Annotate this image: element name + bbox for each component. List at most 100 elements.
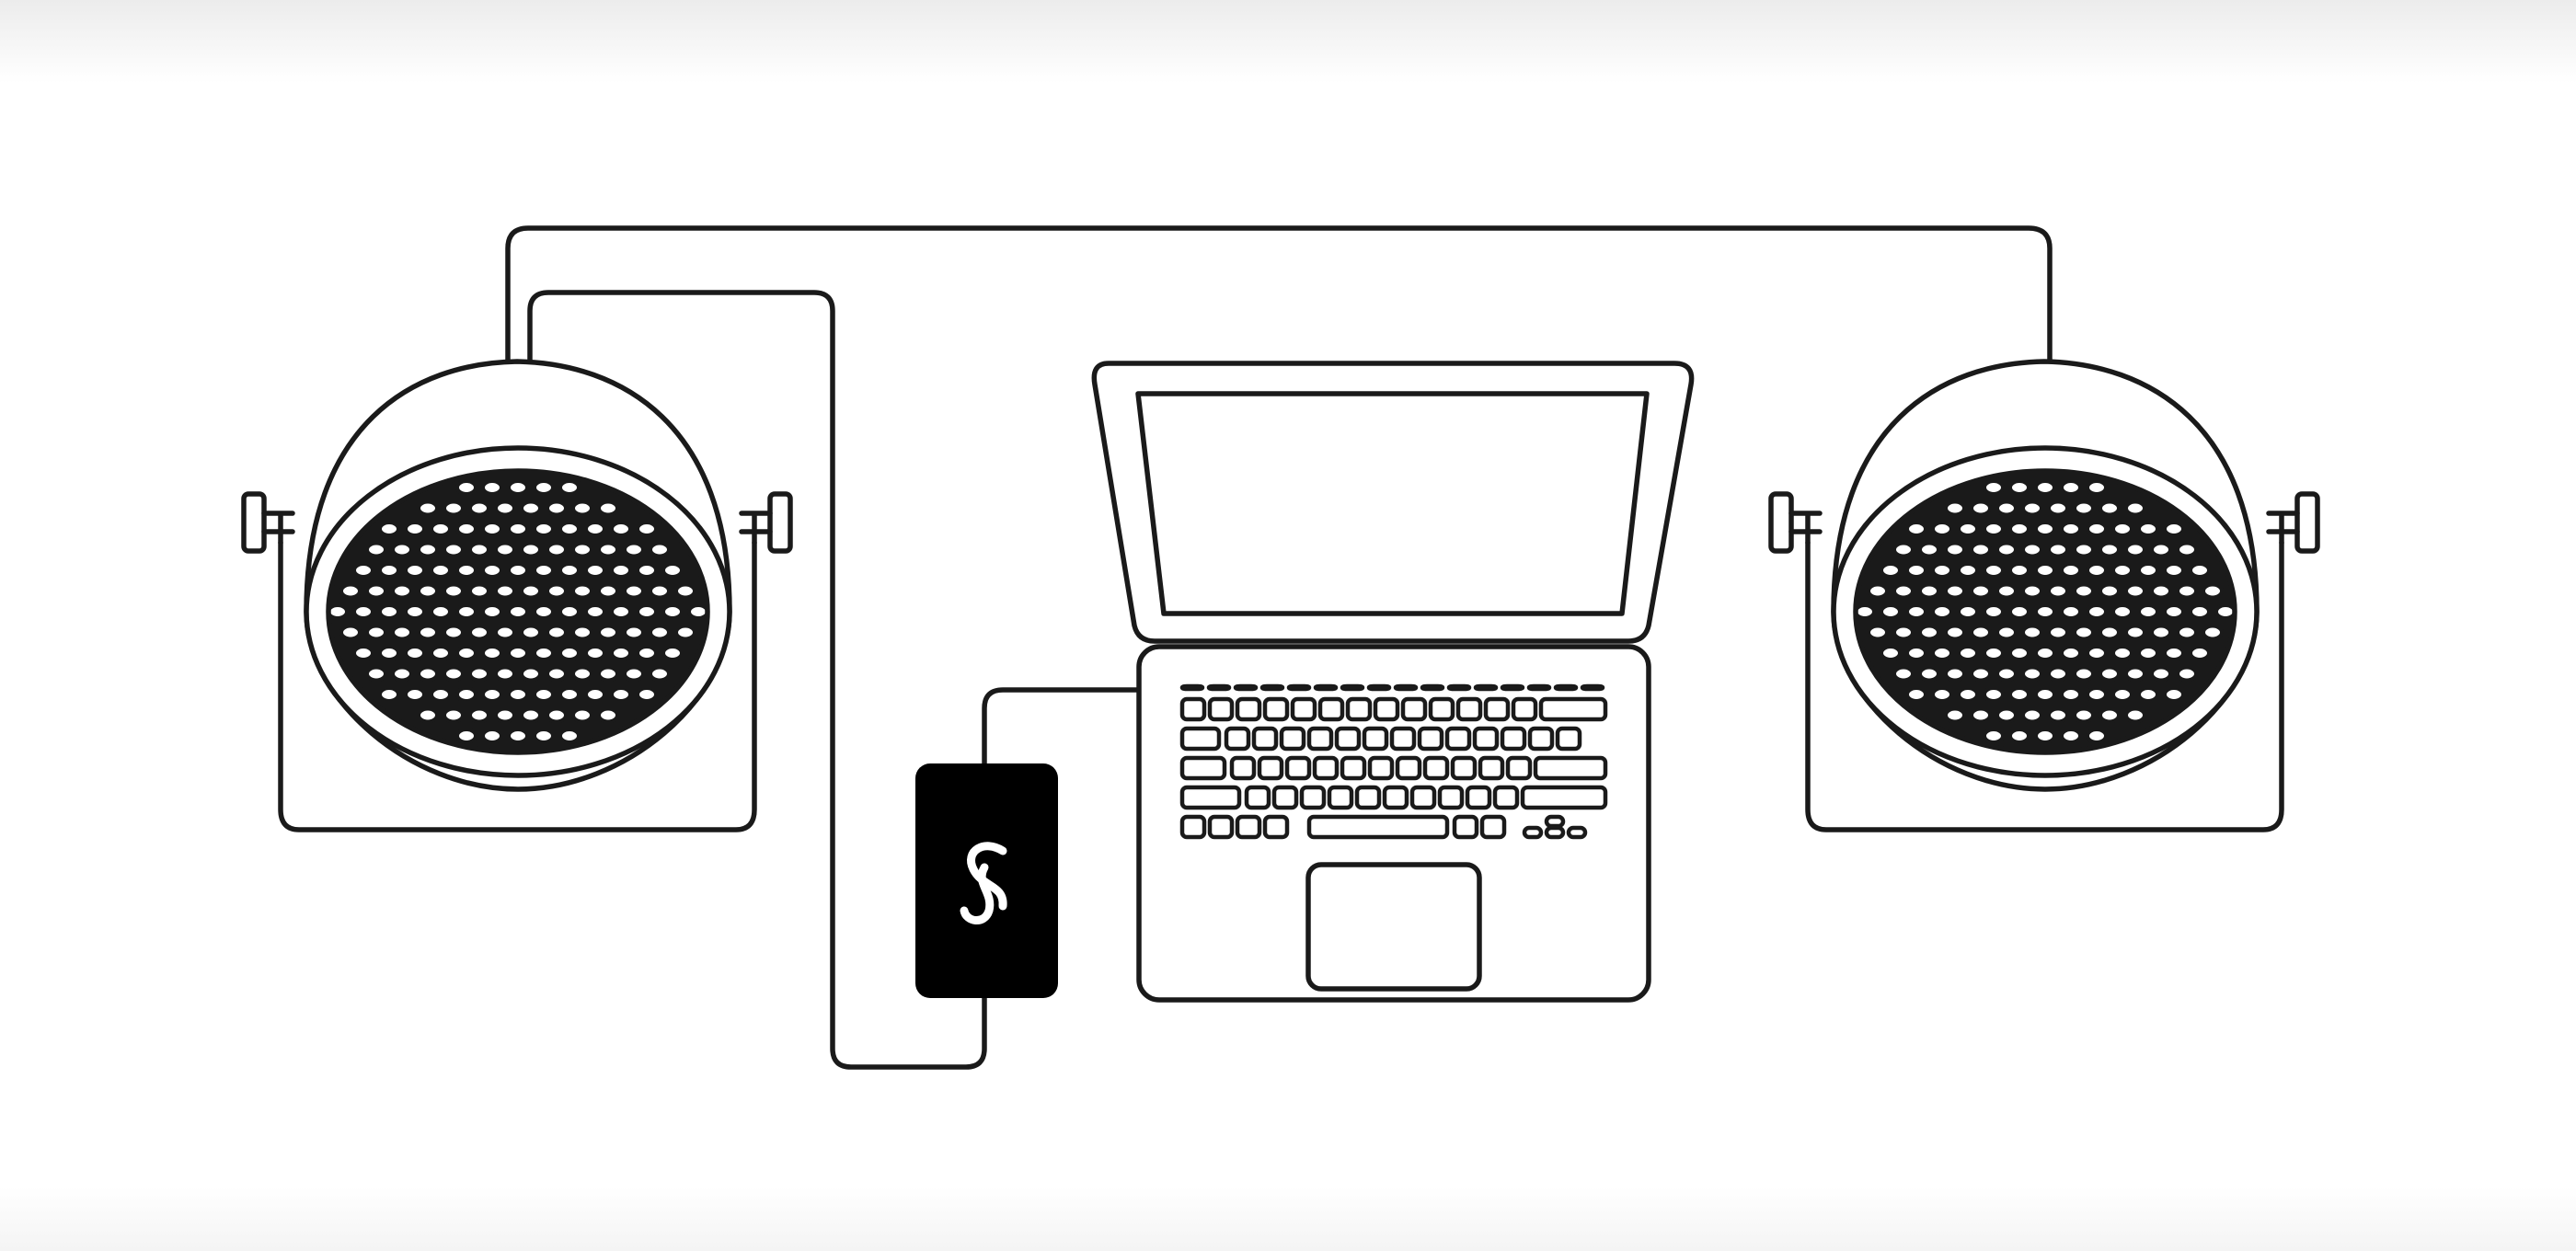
grille-hole	[2137, 645, 2159, 661]
grille-hole	[2008, 645, 2030, 661]
grille-hole	[2034, 686, 2056, 703]
grille-hole	[623, 582, 645, 600]
grille-hole	[2060, 562, 2082, 579]
grille-hole	[455, 686, 477, 703]
interface-box-icon	[915, 763, 1058, 998]
keyboard-key	[1522, 825, 1544, 840]
grille-hole	[430, 686, 452, 703]
grille-hole	[571, 499, 593, 517]
grille-hole	[1995, 499, 2018, 517]
grille-hole	[610, 645, 632, 661]
grille-hole	[365, 582, 387, 600]
grille-hole	[1970, 582, 1992, 600]
grille-hole	[2060, 645, 2082, 661]
grille-hole	[2124, 499, 2146, 517]
grille-hole	[2021, 665, 2043, 683]
grille-hole	[1892, 541, 1915, 558]
grille-hole	[2073, 541, 2095, 558]
grille-hole	[2124, 582, 2146, 600]
grille-hole	[2150, 624, 2172, 641]
grille-hole	[1931, 603, 1953, 620]
grille-hole	[494, 499, 516, 517]
keyboard-key	[1279, 726, 1306, 752]
grille-hole	[1970, 665, 1992, 683]
grille-hole	[623, 665, 645, 683]
cables	[505, 225, 2053, 1070]
grille-hole	[2086, 728, 2108, 744]
grille-hole	[1944, 582, 1966, 600]
grille-hole	[2163, 562, 2185, 579]
grille-hole	[636, 562, 658, 579]
keyboard-key	[1505, 755, 1533, 781]
grille-hole	[597, 541, 619, 558]
grille-hole	[2021, 706, 2043, 724]
grille-hole	[430, 603, 452, 620]
keyboard-key	[1299, 785, 1327, 810]
grille-hole	[1918, 541, 1940, 558]
keyboard-key	[1354, 785, 1382, 810]
grille-hole	[533, 645, 555, 661]
grille-hole	[455, 479, 477, 496]
grille-hole	[2099, 624, 2121, 641]
keyboard-key	[1553, 683, 1579, 692]
grille-hole	[2163, 645, 2185, 661]
grille-hole	[1970, 624, 1992, 641]
grille-hole	[546, 582, 568, 600]
grille-hole	[1867, 624, 1889, 641]
grille-hole	[2137, 521, 2159, 537]
grille-hole	[2047, 499, 2069, 517]
grille-hole	[2060, 728, 2082, 744]
grille-hole	[404, 686, 426, 703]
keyboard-key	[1393, 683, 1419, 692]
grille-hole	[455, 562, 477, 579]
keyboard-key	[1478, 755, 1505, 781]
grille-hole	[1892, 665, 1915, 683]
cable-light-to-light	[505, 225, 2053, 366]
grille-hole	[1867, 582, 1889, 600]
grille-hole	[571, 582, 593, 600]
grille-hole	[2008, 479, 2030, 496]
grille-hole	[2099, 499, 2121, 517]
grille-hole	[417, 665, 439, 683]
grille-hole	[2086, 686, 2108, 703]
grille-hole	[610, 603, 632, 620]
grille-hole	[558, 686, 581, 703]
grille-hole	[2073, 499, 2095, 517]
grille-hole	[636, 686, 658, 703]
grille-hole	[2034, 521, 2056, 537]
grille-hole	[558, 479, 581, 496]
grille-hole	[1905, 521, 1927, 537]
grille-hole	[1970, 541, 1992, 558]
grille-hole	[2008, 686, 2030, 703]
grille-hole	[584, 645, 606, 661]
keyboard-key	[1262, 696, 1290, 722]
bottom-shadow	[0, 1187, 2576, 1251]
grille-hole	[430, 562, 452, 579]
grille-hole	[2073, 624, 2095, 641]
grille-hole	[2021, 624, 2043, 641]
grille-hole	[2137, 686, 2159, 703]
grille-hole	[494, 624, 516, 641]
grille-hole	[2047, 706, 2069, 724]
grille-hole	[649, 665, 671, 683]
grille-hole	[352, 603, 374, 620]
grille-hole	[378, 562, 400, 579]
keyboard-key	[1257, 755, 1284, 781]
grille-hole	[2086, 479, 2108, 496]
keyboard-key	[1492, 785, 1520, 810]
keyboard-key	[1417, 726, 1444, 752]
keyboard-key	[1473, 683, 1499, 692]
grille-hole	[1944, 541, 1966, 558]
keyboard-key	[1179, 785, 1242, 810]
grille-hole	[417, 499, 439, 517]
keyboard-key	[1179, 683, 1205, 692]
grille-hole	[481, 479, 503, 496]
grille-hole	[1905, 562, 1927, 579]
grille-hole	[430, 645, 452, 661]
stage-light-right-icon	[1768, 359, 2320, 832]
grille-hole	[2202, 624, 2224, 641]
grille-hole	[404, 603, 426, 620]
grille-hole	[2008, 521, 2030, 537]
grille-hole	[494, 582, 516, 600]
